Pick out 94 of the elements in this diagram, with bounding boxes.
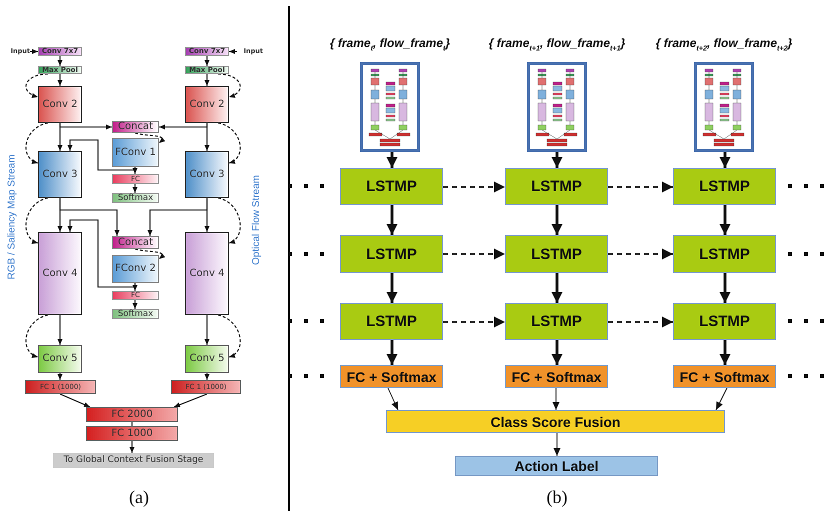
fusion-box: Class Score Fusion bbox=[386, 410, 725, 433]
dashed-arrow bbox=[25, 122, 48, 164]
lstm-cell-box: LSTMP bbox=[505, 303, 608, 340]
arrow bbox=[204, 198, 210, 232]
arrow bbox=[386, 340, 398, 365]
arrow bbox=[386, 205, 398, 235]
dashed-arrow bbox=[218, 197, 241, 244]
arrow bbox=[552, 152, 562, 168]
arrow bbox=[386, 152, 398, 168]
arrow bbox=[554, 432, 560, 456]
dashed-arrow bbox=[608, 182, 673, 192]
concat-layer-box: Concat bbox=[112, 121, 159, 133]
arrow bbox=[204, 373, 210, 380]
lstm-cell-box: LSTMP bbox=[340, 168, 443, 205]
conv-layer-box: Conv 4 bbox=[185, 232, 229, 315]
arrow bbox=[58, 198, 62, 232]
conv-layer-box: Conv 4 bbox=[38, 232, 82, 315]
arrow bbox=[204, 123, 210, 151]
conv-layer-box: Conv 5 bbox=[38, 345, 82, 373]
dashed-arrow bbox=[443, 248, 505, 260]
fc-layer-box: FC 1000 bbox=[86, 426, 178, 441]
arrow bbox=[58, 56, 62, 66]
arrow bbox=[58, 74, 62, 86]
arrow bbox=[552, 388, 560, 410]
arrow bbox=[132, 167, 138, 174]
lstm-cell-box: LSTMP bbox=[673, 303, 776, 340]
dashed-arrow bbox=[218, 314, 241, 358]
arrow bbox=[30, 49, 38, 54]
arrow bbox=[552, 340, 562, 365]
conv-layer-box: Conv 3 bbox=[185, 151, 229, 198]
lstm-cell-box: LSTMP bbox=[673, 168, 776, 205]
concat-layer-box: Concat bbox=[112, 236, 159, 249]
stream-label: Optical Flow Stream bbox=[252, 174, 262, 266]
arrow bbox=[720, 205, 730, 235]
panel-label: (a) bbox=[129, 488, 149, 506]
conv-layer-box: Conv 3 bbox=[38, 151, 82, 198]
dashed-arrow bbox=[134, 248, 166, 260]
dashed-arrow bbox=[25, 197, 48, 244]
fc-layer-box: FC 2000 bbox=[86, 407, 178, 422]
arrow bbox=[58, 373, 62, 380]
arrow bbox=[552, 273, 562, 303]
dashed-arrow bbox=[608, 316, 673, 328]
arrow bbox=[58, 315, 62, 345]
arrow bbox=[130, 441, 134, 453]
arrow bbox=[720, 340, 730, 365]
arrow bbox=[716, 388, 728, 410]
frame-heading: { frame$_{t}$, flow_frame$_{t}$} bbox=[328, 36, 452, 54]
arrow bbox=[174, 393, 208, 408]
arrow bbox=[159, 123, 208, 130]
classifier-box: FC + Softmax bbox=[340, 365, 443, 388]
dashed-arrow bbox=[25, 314, 48, 358]
arrow bbox=[132, 283, 138, 291]
fusion-conv-box: FConv 2 bbox=[112, 255, 159, 283]
dashed-arrow bbox=[134, 132, 166, 144]
arrow bbox=[204, 56, 210, 66]
dashed-arrow bbox=[443, 316, 505, 328]
dashed-arrow bbox=[218, 73, 241, 98]
classifier-box: FC + Softmax bbox=[673, 365, 776, 388]
conv-layer-box: Conv 2 bbox=[185, 86, 229, 123]
dashed-arrow bbox=[26, 73, 48, 98]
arrow bbox=[204, 315, 210, 345]
fusion-conv-box: FConv 1 bbox=[112, 138, 159, 167]
frame-heading: { frame$_{t+1}$, flow_frame$_{t+1}$} bbox=[488, 36, 626, 54]
lstm-cell-box: LSTMP bbox=[340, 303, 443, 340]
conv-layer-box: Conv 2 bbox=[38, 86, 82, 123]
conv-layer-box: Conv 5 bbox=[185, 345, 229, 373]
dashed-arrow bbox=[218, 122, 241, 164]
panel-label: (b) bbox=[546, 488, 568, 506]
stream-label: RGB / Saliency Map Stream bbox=[7, 154, 18, 280]
dashed-arrow bbox=[443, 182, 505, 192]
softmax-layer-box: Softmax bbox=[112, 309, 159, 319]
arrow bbox=[720, 273, 730, 303]
output-box: Action Label bbox=[455, 456, 658, 476]
arrow bbox=[720, 152, 730, 168]
arrow bbox=[386, 273, 398, 303]
lstm-cell-box: LSTMP bbox=[505, 235, 608, 273]
arrow bbox=[59, 123, 112, 130]
arrow bbox=[132, 184, 138, 193]
arrow bbox=[552, 205, 562, 235]
classifier-box: FC + Softmax bbox=[505, 365, 608, 388]
arrow bbox=[388, 388, 398, 410]
arrow bbox=[60, 394, 90, 408]
arrow bbox=[204, 74, 210, 86]
arrow bbox=[229, 49, 237, 54]
lstm-cell-box: LSTMP bbox=[505, 168, 608, 205]
arrow bbox=[132, 300, 138, 309]
output-stage-box: To Global Context Fusion Stage bbox=[53, 453, 214, 468]
arrow bbox=[68, 219, 136, 288]
arrow bbox=[68, 139, 136, 171]
dashed-arrow bbox=[608, 248, 673, 260]
frame-heading: { frame$_{t+2}$, flow_frame$_{t+2}$} bbox=[654, 36, 794, 54]
lstm-cell-box: LSTMP bbox=[340, 235, 443, 273]
lstm-cell-box: LSTMP bbox=[673, 235, 776, 273]
softmax-layer-box: Softmax bbox=[112, 193, 159, 203]
